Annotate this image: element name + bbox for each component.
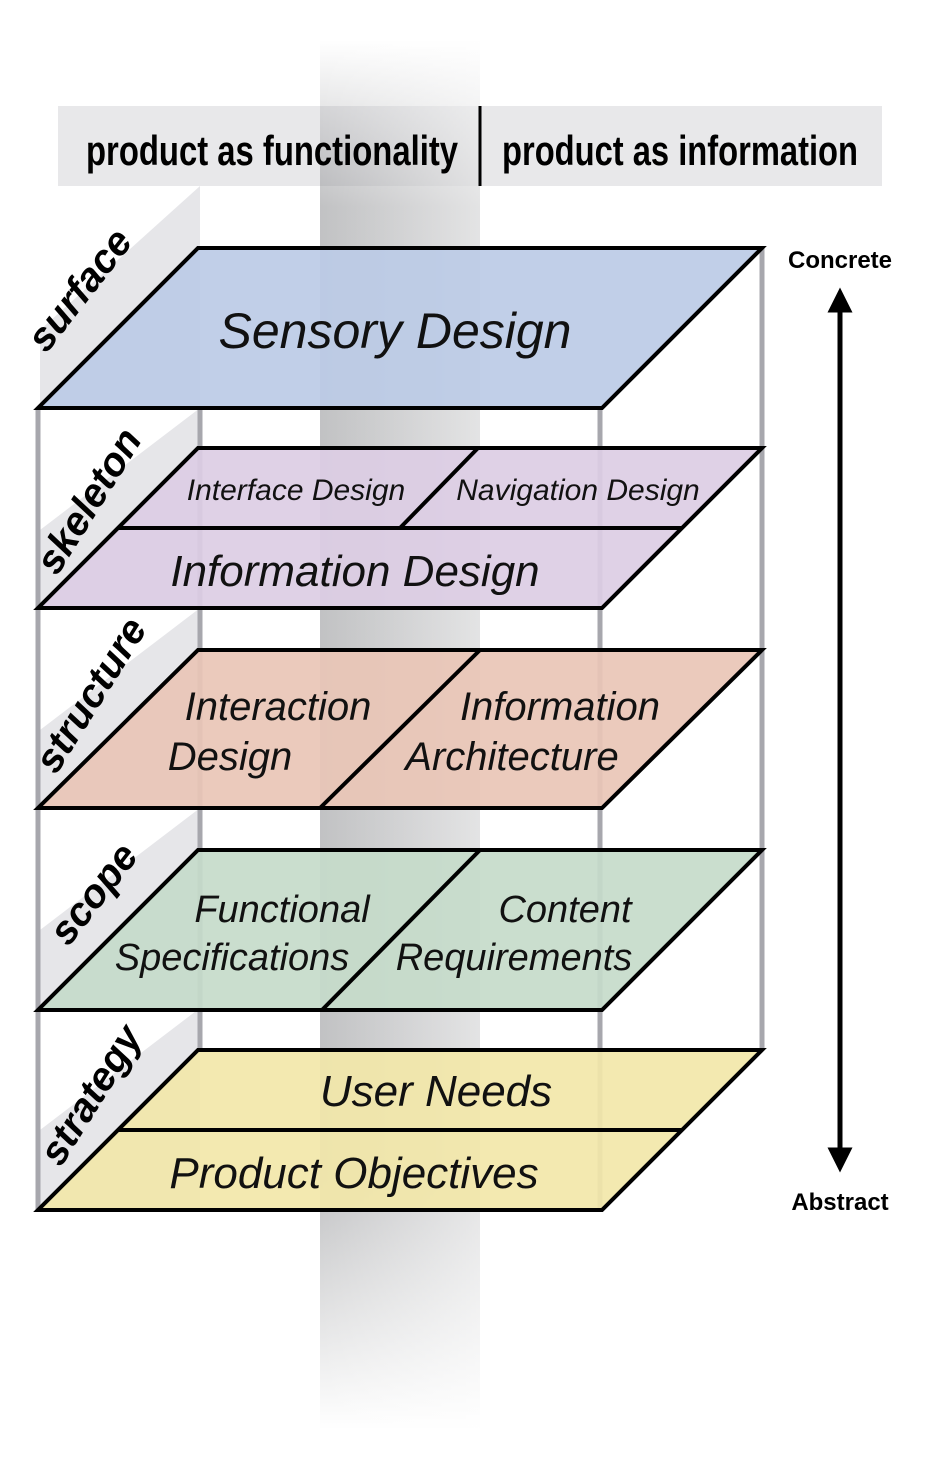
axis-label-concrete: Concrete (788, 247, 892, 274)
skeleton-plane: Interface Design Navigation Design Infor… (33, 446, 767, 610)
sensory-design-label: Sensory Design (219, 303, 572, 359)
user-needs-label: User Needs (320, 1067, 552, 1116)
abstraction-axis: Concrete Abstract (788, 247, 892, 1216)
functional-specifications-label-2: Specifications (115, 937, 349, 979)
information-architecture-label-1: Information (460, 685, 660, 729)
interaction-design-label-1: Interaction (185, 685, 372, 729)
axis-label-abstract: Abstract (791, 1189, 888, 1216)
content-requirements-label-2: Requirements (396, 937, 633, 979)
navigation-design-label: Navigation Design (456, 474, 699, 507)
functional-specifications-label-1: Functional (194, 889, 371, 931)
interface-design-label: Interface Design (187, 474, 405, 507)
product-objectives-label: Product Objectives (169, 1149, 538, 1198)
information-architecture-label-2: Architecture (403, 735, 618, 779)
interaction-design-label-2: Design (168, 735, 293, 779)
strategy-plane: User Needs Product Objectives (33, 1048, 767, 1212)
header-information: product as information (502, 127, 858, 174)
header-functionality: product as functionality (86, 127, 458, 174)
content-requirements-label-1: Content (498, 889, 633, 931)
information-design-label: Information Design (170, 547, 539, 596)
surface-plane: Sensory Design (33, 246, 767, 410)
scope-plane: Functional Specifications Content Requir… (33, 848, 767, 1012)
structure-plane: Interaction Design Information Architect… (33, 648, 767, 810)
